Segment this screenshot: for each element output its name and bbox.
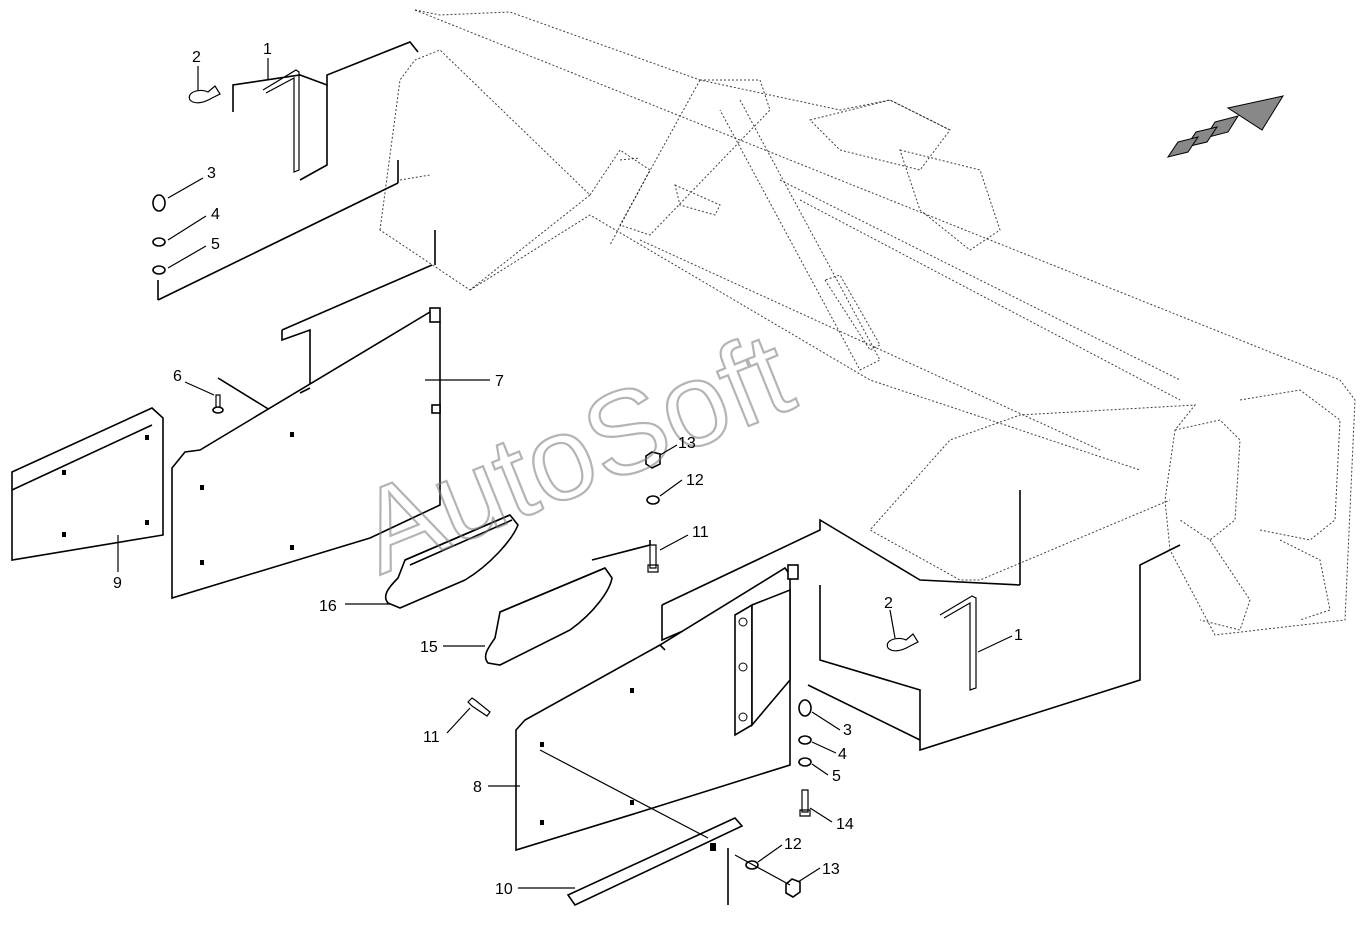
- fasteners: [152, 69, 977, 898]
- part-8-guard-plate: [515, 564, 799, 852]
- callout-7: 7: [495, 373, 504, 390]
- callout-3-lower: 3: [843, 722, 852, 739]
- callout-13-upper: 13: [678, 435, 696, 452]
- part-9-shield: [11, 407, 164, 561]
- callout-14: 14: [836, 816, 854, 833]
- callout-12-upper: 12: [686, 472, 704, 489]
- callout-11-upper: 11: [692, 524, 709, 541]
- callout-6: 6: [173, 368, 182, 385]
- callout-8: 8: [473, 779, 482, 796]
- callout-10: 10: [495, 881, 513, 898]
- callout-12-lower: 12: [784, 836, 802, 853]
- part-15-deflector: [484, 567, 613, 666]
- callout-leaders: [117, 58, 1013, 889]
- callout-13-lower: 13: [822, 861, 840, 878]
- callout-16: 16: [319, 598, 337, 615]
- callout-1-lower: 1: [1014, 627, 1023, 644]
- callout-11-lower: 11: [423, 729, 440, 746]
- callout-3-upper: 3: [207, 165, 216, 182]
- part-10-strip: [539, 749, 744, 907]
- callout-4-upper: 4: [211, 206, 220, 223]
- callout-5-lower: 5: [832, 768, 841, 785]
- callout-15: 15: [420, 639, 438, 656]
- part-7-guard-plate: [171, 307, 441, 600]
- part-16-deflector: [384, 514, 519, 609]
- callout-5-upper: 5: [211, 236, 220, 253]
- callout-labels: 2 1 3 4 5 6 7 9 13 12 11 16 15 2 1 11 3 …: [113, 41, 1023, 898]
- callout-9: 9: [113, 575, 122, 592]
- callout-4-lower: 4: [838, 746, 847, 763]
- forward-direction-arrow: [1166, 95, 1285, 158]
- callout-2-lower: 2: [884, 595, 893, 612]
- callout-1-upper: 1: [263, 41, 272, 58]
- machine-frame-ghost: [379, 9, 1356, 636]
- callout-2-upper: 2: [192, 49, 201, 66]
